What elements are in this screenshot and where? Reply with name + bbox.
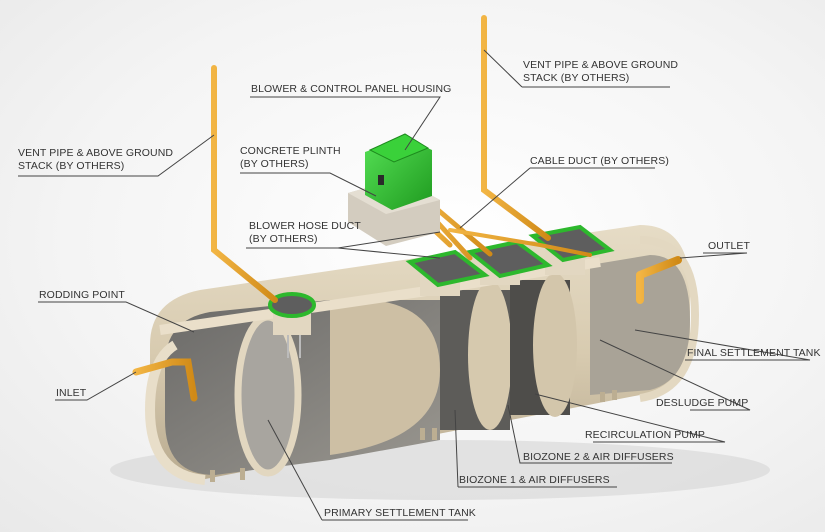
label-inlet: INLET [56,387,87,399]
biozone-1-baffle [468,280,512,430]
label-line: (BY OTHERS) [249,233,318,245]
biozone-2-baffle [533,273,577,417]
final-chamber [590,255,690,395]
label-line: CONCRETE PLINTH [240,145,341,157]
label-line: VENT PIPE & ABOVE GROUND [18,147,174,159]
blower-assembly [348,133,440,246]
label-biozone-1: BIOZONE 1 & AIR DIFFUSERS [459,474,610,486]
label-blower-hose-duct: BLOWER HOSE DUCT (BY OTHERS) [249,220,361,246]
access-turrets [268,224,615,358]
label-rodding-point: RODDING POINT [39,289,125,301]
pipework [132,15,682,402]
label-final-settlement-tank: FINAL SETTLEMENT TANK [687,347,821,359]
outlet-pipe [636,256,682,304]
label-line: STACK (BY OTHERS) [18,160,125,172]
label-cable-duct: CABLE DUCT (BY OTHERS) [530,155,669,167]
label-line: VENT PIPE & ABOVE GROUND [523,59,679,71]
label-blower-housing: BLOWER & CONTROL PANEL HOUSING [251,83,452,95]
vent-pipe-left [211,65,278,303]
label-vent-pipe-right: VENT PIPE & ABOVE GROUND STACK (BY OTHER… [523,59,678,85]
access-lid-1 [405,249,490,288]
label-line: STACK (BY OTHERS) [523,72,630,84]
label-recirculation-pump: RECIRCULATION PUMP [585,429,706,441]
label-outlet: OUTLET [708,240,751,252]
label-vent-pipe-left: VENT PIPE & ABOVE GROUND STACK (BY OTHER… [18,147,173,173]
label-primary-settlement-tank: PRIMARY SETTLEMENT TANK [324,507,476,519]
vent-pipe-right [481,15,551,241]
primary-riser-lid [268,292,316,318]
inlet-pipe [132,358,198,402]
cable-duct [448,228,592,257]
label-concrete-plinth: CONCRETE PLINTH (BY OTHERS) [240,145,341,171]
label-biozone-2: BIOZONE 2 & AIR DIFFUSERS [523,451,674,463]
label-desludge-pump: DESLUDGE PUMP [656,397,749,409]
leader-lines [18,49,811,521]
label-line: BLOWER HOSE DUCT [249,220,361,232]
access-lid-3 [528,224,615,263]
label-line: (BY OTHERS) [240,158,309,170]
